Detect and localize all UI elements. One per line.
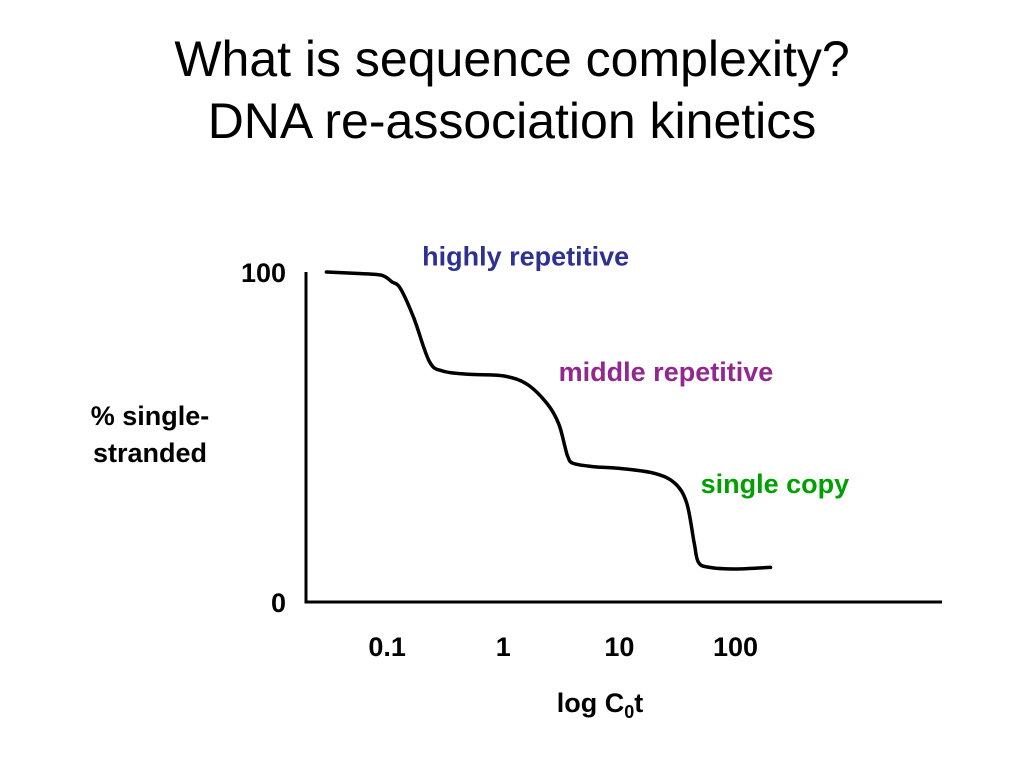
y-axis-label-line-2: stranded [92, 438, 208, 468]
x-tick-label-1: 1 [496, 632, 511, 662]
y-axis-label: % single- stranded [50, 398, 250, 472]
y-tick-label-1: 0 [271, 588, 286, 618]
chart-annotations: highly repetitive middle repetitive single… [422, 241, 849, 499]
x-axis-label-subscript: 0 [624, 702, 635, 722]
x-tick-label-3: 100 [713, 632, 758, 662]
annotation-1: middle repetitive [559, 357, 774, 387]
series-line-0 [324, 270, 773, 571]
x-axis-label-main: log C [556, 688, 625, 718]
slide-title-line-1: What is sequence complexity? [174, 31, 850, 87]
y-axis-label-line-1: % single- [90, 401, 210, 431]
slide-title: What is sequence complexity? DNA re-asso… [0, 28, 1024, 152]
x-axis-label-tail: t [634, 688, 644, 718]
chart-axes [304, 272, 942, 604]
y-tick-label-0: 100 [241, 258, 286, 288]
x-tick-label-0: 0.1 [368, 632, 406, 662]
x-axis-label: log C0t [500, 688, 700, 722]
annotation-0: highly repetitive [422, 241, 629, 271]
x-tick-label-2: 10 [604, 632, 634, 662]
chart-tick-labels: 0.1 1 10 100 100 0 [241, 258, 758, 662]
slide-title-line-2: DNA re-association kinetics [207, 93, 817, 149]
chart-series-layer [324, 270, 773, 571]
annotation-2: single copy [701, 469, 850, 499]
